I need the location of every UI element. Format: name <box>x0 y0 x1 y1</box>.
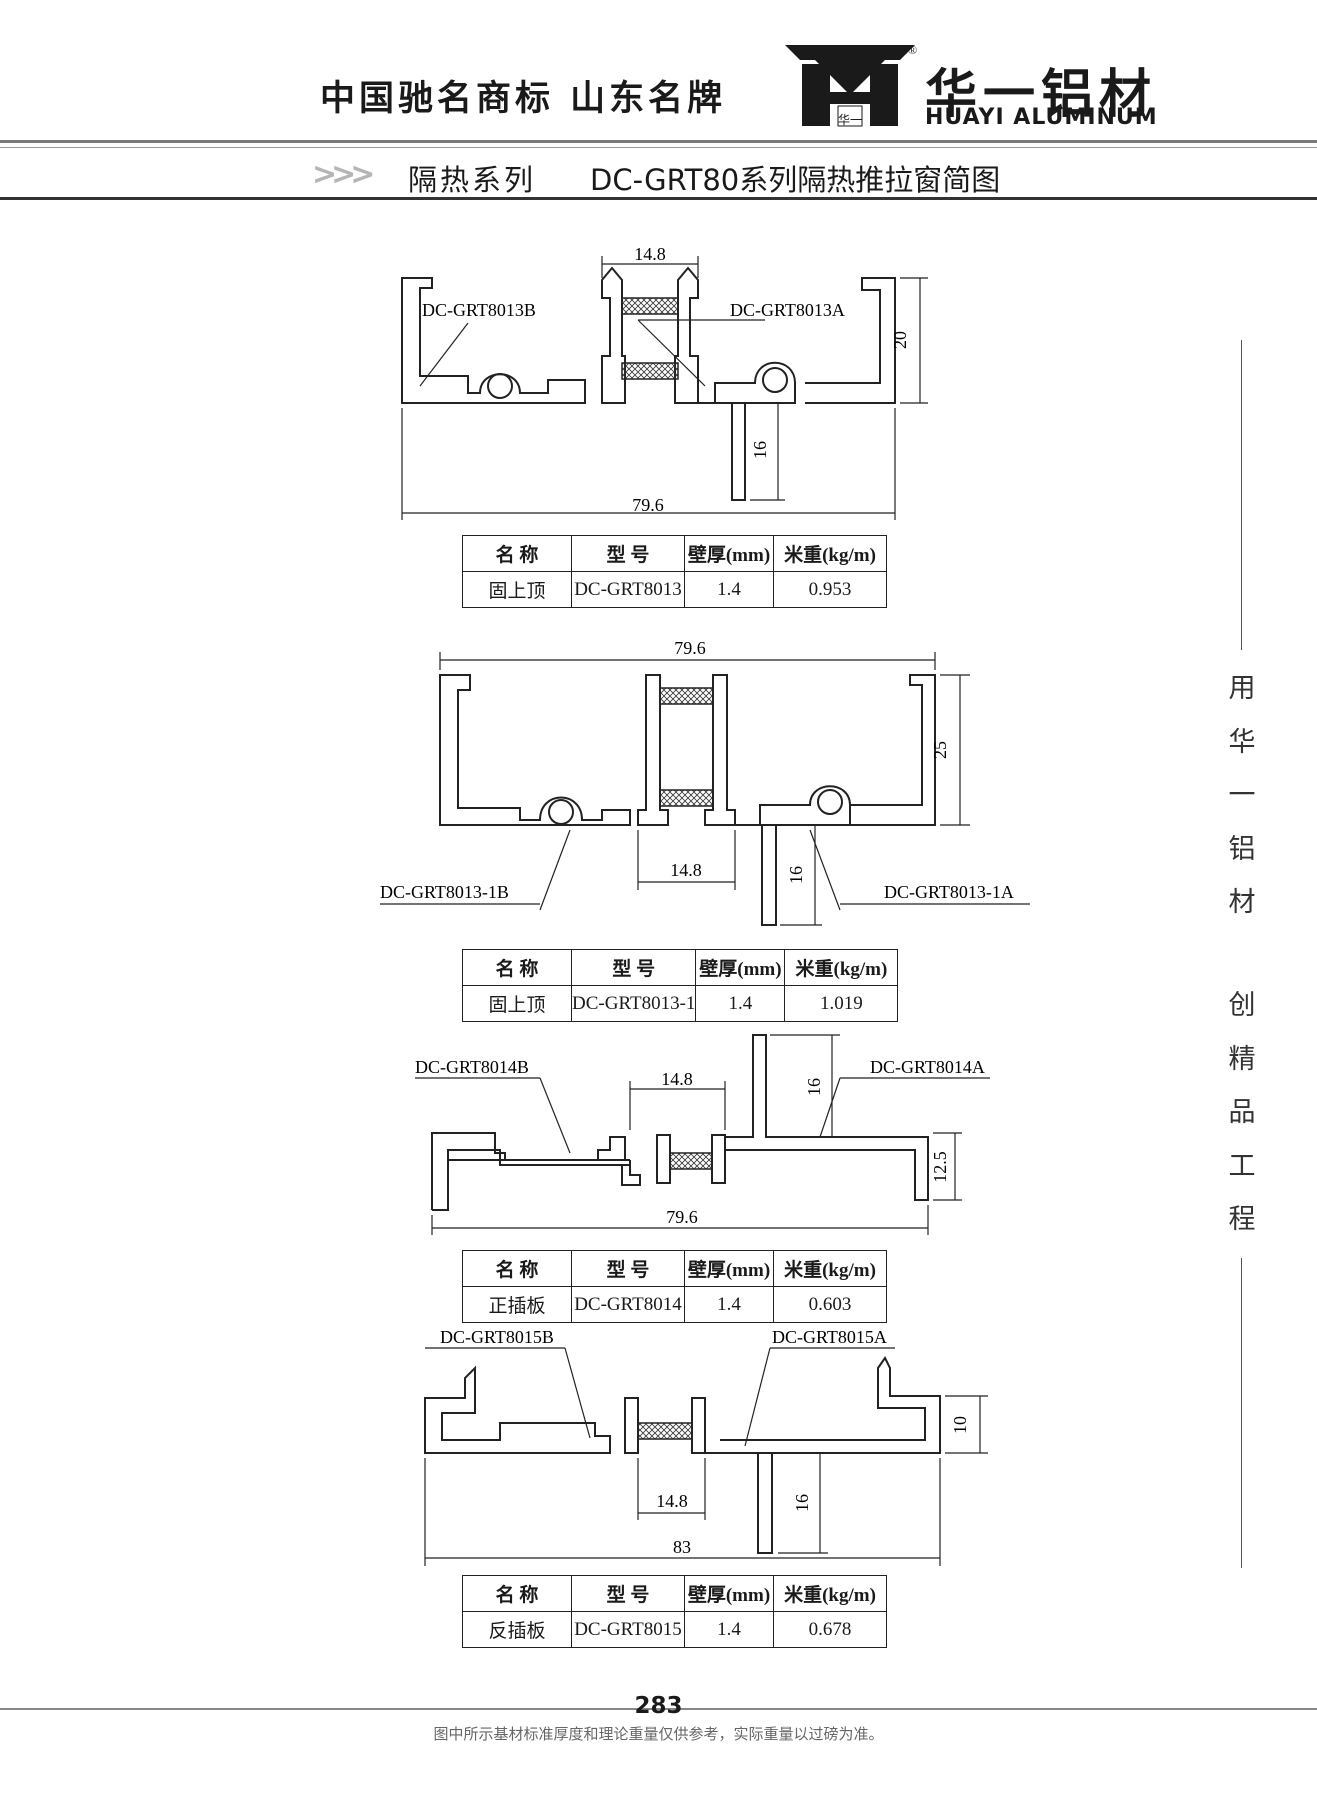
header-rule-thin <box>0 147 1317 148</box>
callout-8014b: DC-GRT8014B <box>415 1057 529 1077</box>
callout-8015a: DC-GRT8015A <box>772 1328 887 1347</box>
profile-drawing-8013-1: 79.6 14.8 25 16 DC-GRT8013-1B DC-GRT8013… <box>380 638 1030 926</box>
header-slogan: 中国驰名商标 山东名牌 <box>320 78 727 119</box>
svg-text:14.8: 14.8 <box>661 1069 693 1089</box>
huayi-logo-icon: 华一 ® <box>785 43 917 127</box>
svg-text:20: 20 <box>890 331 910 349</box>
sidebar-slogan-2: 创精品工程 <box>1228 990 1256 1235</box>
sidebar-rule-bottom <box>1241 1258 1242 1568</box>
svg-text:10: 10 <box>950 1416 970 1434</box>
brand-name-en: HUAYI ALUMINUM <box>925 105 1158 130</box>
chevrons-icon: >>> <box>312 157 375 192</box>
svg-text:14.8: 14.8 <box>656 1491 688 1511</box>
svg-text:79.6: 79.6 <box>674 638 706 658</box>
page-number: 283 <box>634 1693 683 1719</box>
profile-drawing-8013: 79.6 14.8 20 16 DC-GRT8013B DC-GRT8013A <box>401 244 928 520</box>
callout-8013a: DC-GRT8013A <box>730 300 845 320</box>
svg-text:79.6: 79.6 <box>632 495 664 515</box>
footer-note: 图中所示基材标准厚度和理论重量仅供参考，实际重量以过磅为准。 <box>433 1725 884 1743</box>
page-title: DC-GRT80系列隔热推拉窗简图 <box>590 163 1001 197</box>
brand-name-cn: 华一铝材 <box>925 65 1158 125</box>
svg-text:14.8: 14.8 <box>634 244 666 264</box>
svg-text:12.5: 12.5 <box>930 1151 950 1183</box>
logo-mark-text: 华一 <box>838 113 862 127</box>
profile-drawing-8014: 79.6 14.8 12.5 16 DC-GRT8014B DC-GRT8014… <box>415 1034 990 1235</box>
subheader-rule <box>0 197 1317 200</box>
svg-text:83: 83 <box>673 1537 691 1557</box>
sidebar-slogan-1: 用华一铝材 <box>1228 673 1256 918</box>
svg-text:14.8: 14.8 <box>670 860 702 880</box>
svg-text:16: 16 <box>750 441 770 459</box>
series-label: 隔热系列 <box>408 163 537 197</box>
sidebar-rule-top <box>1241 340 1242 650</box>
footer-rule <box>0 1708 1317 1710</box>
header-rule <box>0 140 1317 143</box>
callout-8013-1b: DC-GRT8013-1B <box>380 882 509 902</box>
svg-text:16: 16 <box>804 1078 824 1096</box>
profile-drawing-8015: 83 14.8 10 16 DC-GRT8015B DC-GRT8015A <box>424 1328 988 1566</box>
callout-8013-1a: DC-GRT8013-1A <box>884 882 1014 902</box>
registered-mark: ® <box>908 43 917 57</box>
callout-8014a: DC-GRT8014A <box>870 1057 985 1077</box>
svg-text:79.6: 79.6 <box>666 1207 698 1227</box>
svg-text:16: 16 <box>792 1494 812 1512</box>
callout-8015b: DC-GRT8015B <box>440 1328 554 1347</box>
svg-text:25: 25 <box>930 741 950 759</box>
callout-8013b: DC-GRT8013B <box>422 300 536 320</box>
svg-text:16: 16 <box>786 866 806 884</box>
